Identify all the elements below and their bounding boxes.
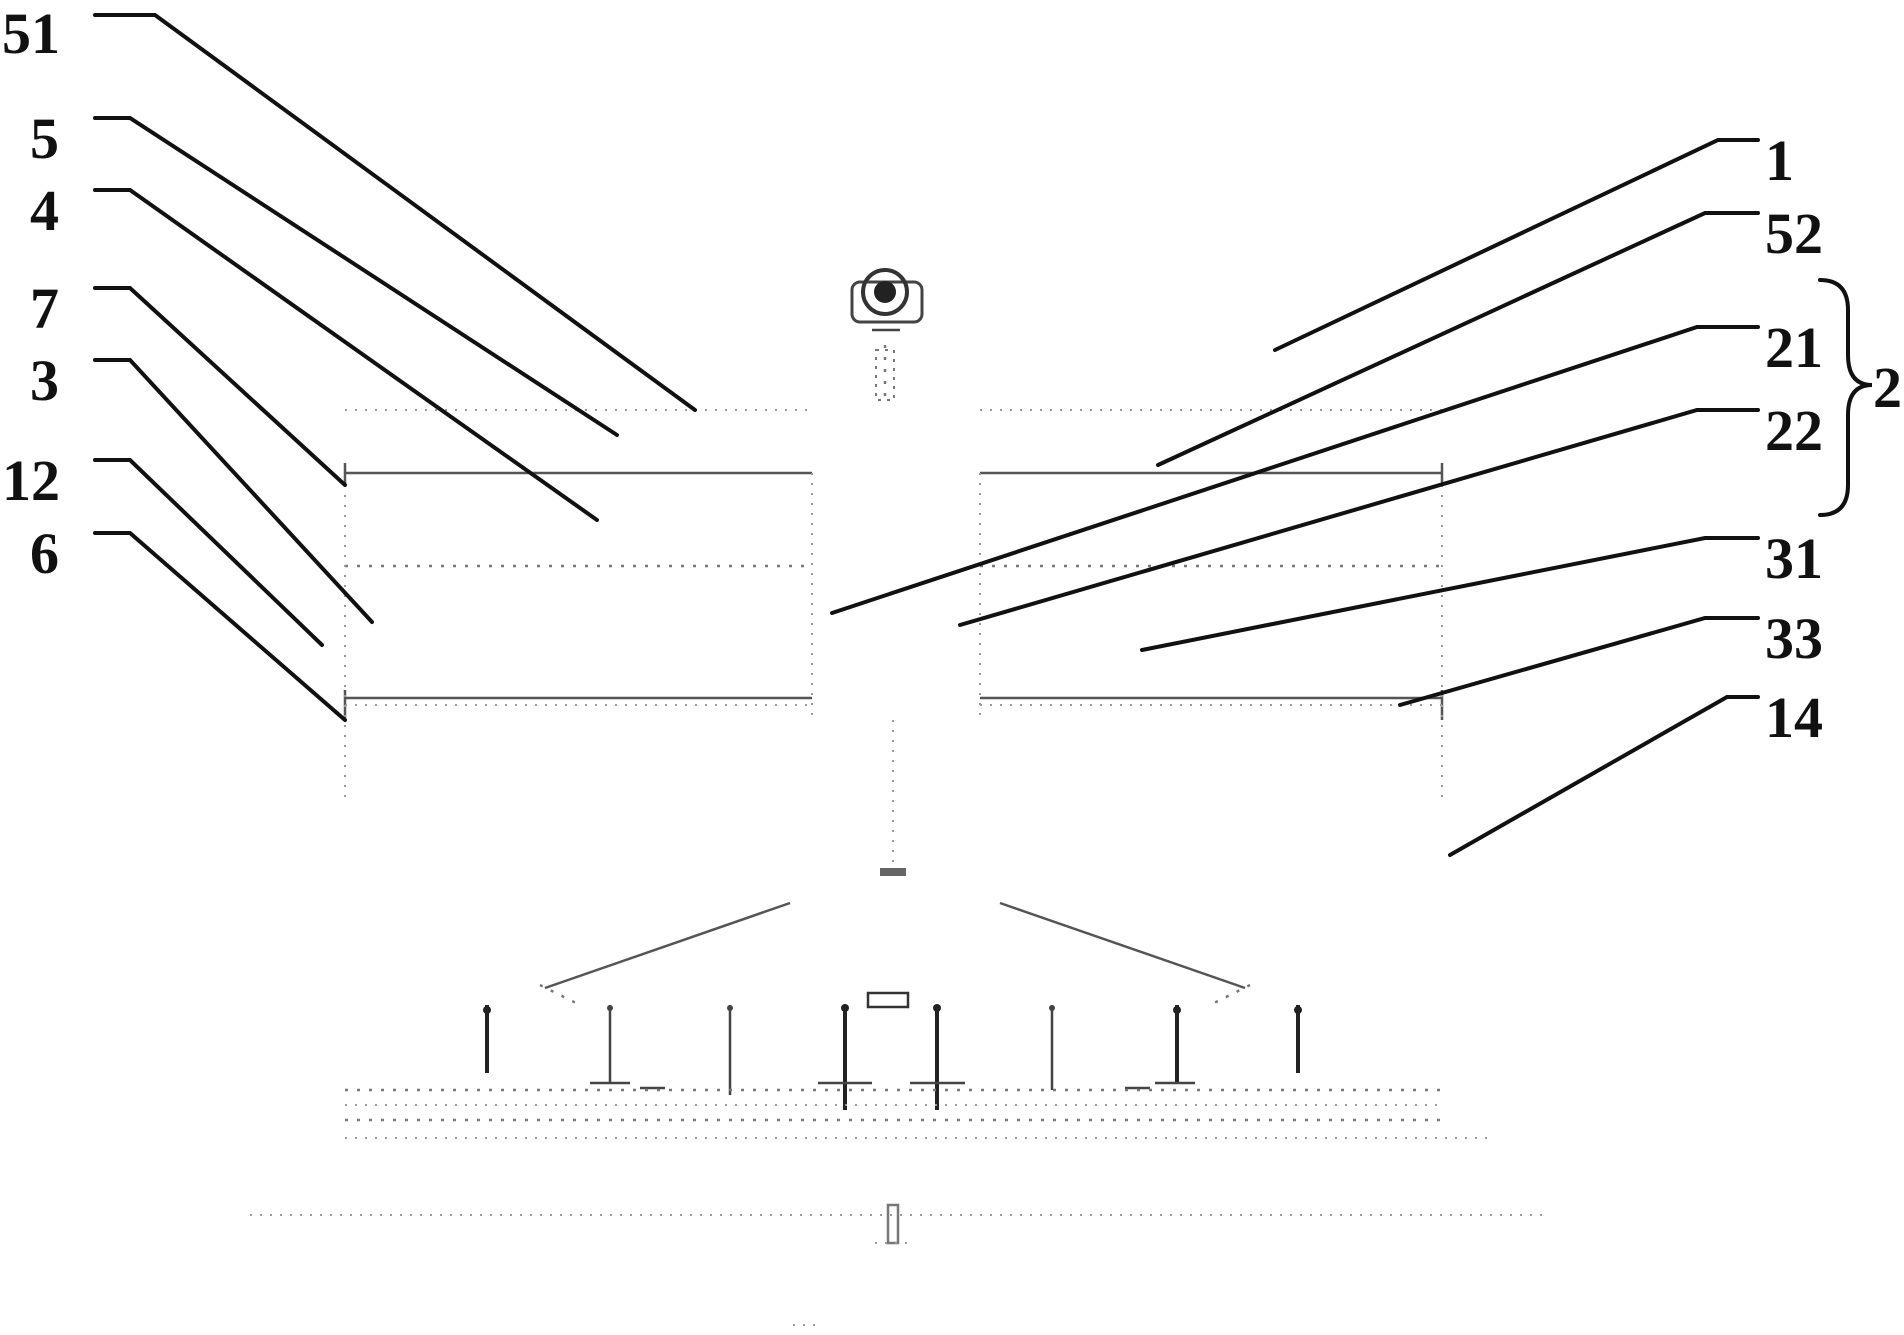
label-1: 1 xyxy=(1765,128,1794,193)
leader-31 xyxy=(1140,536,1760,652)
base-layer xyxy=(250,1088,1550,1326)
grouping-brace xyxy=(1818,278,1873,517)
leader-lines-right xyxy=(830,138,1760,857)
lower-plate xyxy=(343,690,1444,720)
leader-lines-left xyxy=(93,13,697,722)
leader-12 xyxy=(93,458,324,647)
motor-unit xyxy=(850,268,924,401)
label-33: 33 xyxy=(1765,606,1823,671)
leader-1 xyxy=(1273,138,1760,352)
label-6: 6 xyxy=(30,521,59,586)
label-31: 31 xyxy=(1765,526,1823,591)
label-51: 51 xyxy=(2,1,60,66)
leader-5 xyxy=(93,116,619,437)
label-3: 3 xyxy=(30,348,59,413)
apparatus xyxy=(250,268,1550,1326)
leader-33 xyxy=(1398,616,1760,707)
leader-21 xyxy=(830,325,1760,615)
label-21: 21 xyxy=(1765,315,1823,380)
label-22: 22 xyxy=(1765,398,1823,463)
label-14: 14 xyxy=(1765,685,1823,750)
leader-4 xyxy=(93,188,599,522)
label-12: 12 xyxy=(2,448,60,513)
label-5: 5 xyxy=(30,106,59,171)
shaft-joint xyxy=(880,868,906,876)
leader-52 xyxy=(1156,211,1760,467)
leader-6 xyxy=(93,531,347,722)
label-2: 2 xyxy=(1873,355,1902,420)
label-52: 52 xyxy=(1765,201,1823,266)
leader-22 xyxy=(958,408,1760,627)
left-diagonal-support xyxy=(544,901,791,990)
reference-labels: 51 5 4 7 3 12 6 1 52 21 22 2 31 33 14 xyxy=(2,1,1902,750)
upper-plate xyxy=(343,409,1444,485)
label-4: 4 xyxy=(30,178,59,243)
right-diagonal-support xyxy=(999,901,1246,990)
label-7: 7 xyxy=(30,276,59,341)
leader-51 xyxy=(93,13,697,412)
leader-3 xyxy=(93,358,374,624)
vertical-rods xyxy=(483,991,1302,1110)
leader-14 xyxy=(1448,695,1760,857)
leader-7 xyxy=(93,286,347,487)
